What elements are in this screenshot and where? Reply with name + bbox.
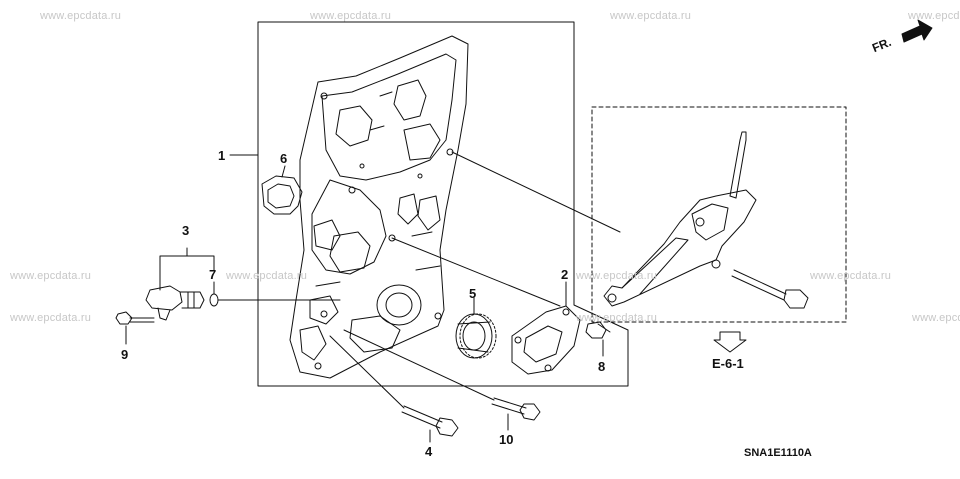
bolt-4 xyxy=(401,405,459,437)
callout-5: 5 xyxy=(469,286,477,301)
bolt-10 xyxy=(491,397,541,421)
watermark: www.epcdata.ru xyxy=(610,10,692,22)
callout-9: 9 xyxy=(121,347,129,362)
reference-label: E-6-1 xyxy=(712,356,744,371)
assembly-frame xyxy=(257,21,629,387)
engine-bracket xyxy=(603,131,809,309)
leader-3 xyxy=(159,255,215,291)
chain-case xyxy=(289,35,469,379)
reference-arrow xyxy=(713,331,747,353)
sensor-3 xyxy=(145,285,205,321)
watermark: www.epcdata.ru xyxy=(226,270,308,282)
callout-8: 8 xyxy=(598,359,606,374)
reference-box xyxy=(591,106,847,323)
watermark: www.epcdata.ru xyxy=(310,10,392,22)
callout-4: 4 xyxy=(425,444,433,459)
leader-4a xyxy=(329,335,405,409)
watermark: www.epcdata.ru xyxy=(10,312,92,324)
o-ring-7 xyxy=(209,293,219,307)
gasket-6 xyxy=(261,175,303,215)
bolt-9 xyxy=(115,311,155,325)
cover-2 xyxy=(511,305,581,375)
watermark: www.epcdata.ru xyxy=(912,312,960,324)
callout-1: 1 xyxy=(218,148,226,163)
bolt-8 xyxy=(585,321,611,339)
watermark: www.epcdata.ru xyxy=(576,270,658,282)
fr-arrow xyxy=(901,19,933,43)
leader-10a xyxy=(343,329,495,401)
watermark: www.epcdata.ru xyxy=(576,312,658,324)
diagram-code: SNA1E1110A xyxy=(744,447,812,459)
callout-6: 6 xyxy=(280,151,288,166)
callout-7: 7 xyxy=(209,267,217,282)
watermark: www.epcdata.ru xyxy=(40,10,122,22)
callout-10: 10 xyxy=(499,432,514,447)
leader-6 xyxy=(281,165,286,178)
oil-seal-5 xyxy=(455,313,497,359)
watermark: www.epcdata.ru xyxy=(10,270,92,282)
callout-3: 3 xyxy=(182,223,190,238)
callout-2: 2 xyxy=(561,267,569,282)
watermark: www.epcdata.ru xyxy=(810,270,892,282)
watermark: www.epcdata.ru xyxy=(908,10,960,22)
